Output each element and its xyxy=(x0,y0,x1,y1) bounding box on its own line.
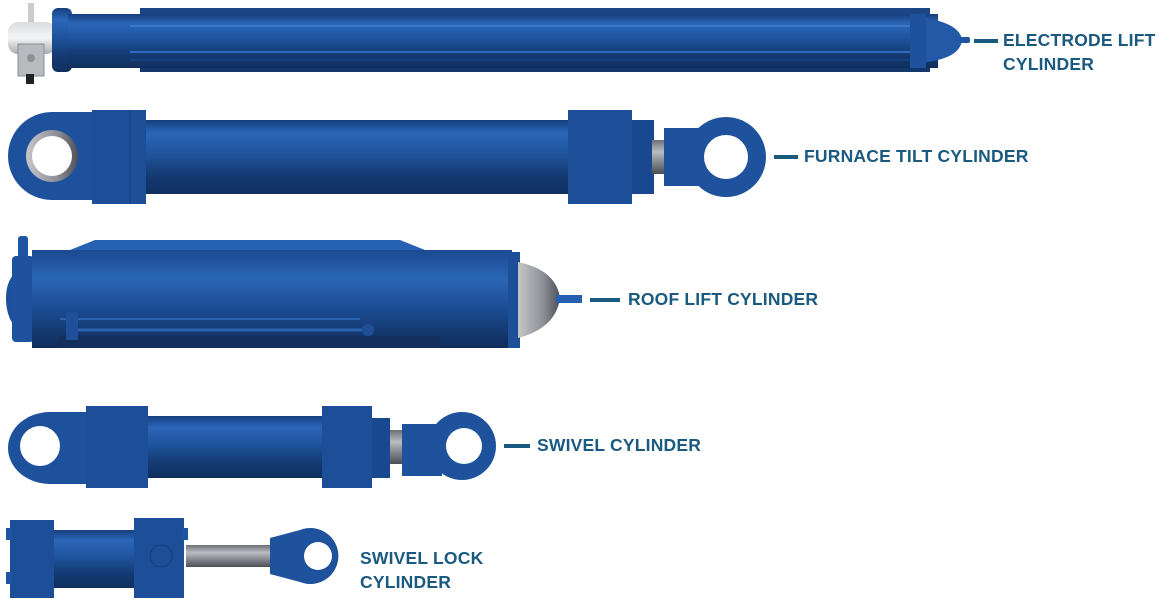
electrode-lift-leader xyxy=(974,39,998,43)
furnace-tilt-leader xyxy=(774,155,798,159)
roof-lift-cylinder xyxy=(6,236,582,348)
electrode-lift-label: ELECTRODE LIFT CYLINDER xyxy=(1003,28,1156,76)
electrode-lift-label-line2: CYLINDER xyxy=(1003,54,1095,74)
roof-lift-leader xyxy=(590,298,620,302)
electrode-lift-label-line1: ELECTRODE LIFT xyxy=(1003,30,1156,50)
swivel-cylinder xyxy=(8,406,496,488)
swivel-lock-label-line2: CYLINDER xyxy=(360,572,452,592)
furnace-tilt-cylinder xyxy=(8,110,766,204)
roof-lift-label: ROOF LIFT CYLINDER xyxy=(628,289,819,309)
swivel-leader xyxy=(504,444,530,448)
swivel-lock-cylinder xyxy=(6,518,339,598)
electrode-lift-cylinder xyxy=(8,3,970,84)
swivel-lock-label: SWIVEL LOCK CYLINDER xyxy=(360,546,483,594)
furnace-tilt-label: FURNACE TILT CYLINDER xyxy=(804,146,1029,166)
swivel-lock-label-line1: SWIVEL LOCK xyxy=(360,548,484,568)
swivel-label: SWIVEL CYLINDER xyxy=(537,435,702,455)
